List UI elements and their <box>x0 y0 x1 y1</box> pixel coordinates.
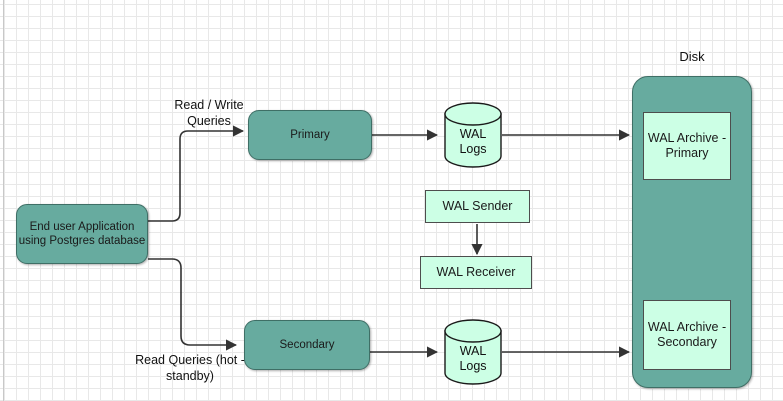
end-user-application-box[interactable]: End user Application using Postgres data… <box>16 204 148 264</box>
primary-box[interactable]: Primary <box>248 110 372 160</box>
wal-logs-primary-cylinder[interactable]: WAL Logs <box>444 102 502 168</box>
secondary-box[interactable]: Secondary <box>244 320 370 370</box>
wal-logs-secondary-cylinder[interactable]: WAL Logs <box>444 319 502 385</box>
edge-app-to-primary <box>148 125 245 222</box>
edge-label-read-write-queries: Read / Write Queries <box>174 98 244 128</box>
wal-archive-primary-box[interactable]: WAL Archive - Primary <box>643 112 731 180</box>
cylinder-shape <box>444 102 502 168</box>
wal-archive-secondary-box[interactable]: WAL Archive - Secondary <box>643 300 731 370</box>
edge-app-to-secondary <box>148 258 238 351</box>
disk-label: Disk <box>679 49 705 64</box>
wal-receiver-box[interactable]: WAL Receiver <box>420 256 532 289</box>
edge-label-read-queries: Read Queries (hot - standby) <box>135 353 245 383</box>
wal-sender-box[interactable]: WAL Sender <box>425 190 530 223</box>
cylinder-shape <box>444 319 502 385</box>
